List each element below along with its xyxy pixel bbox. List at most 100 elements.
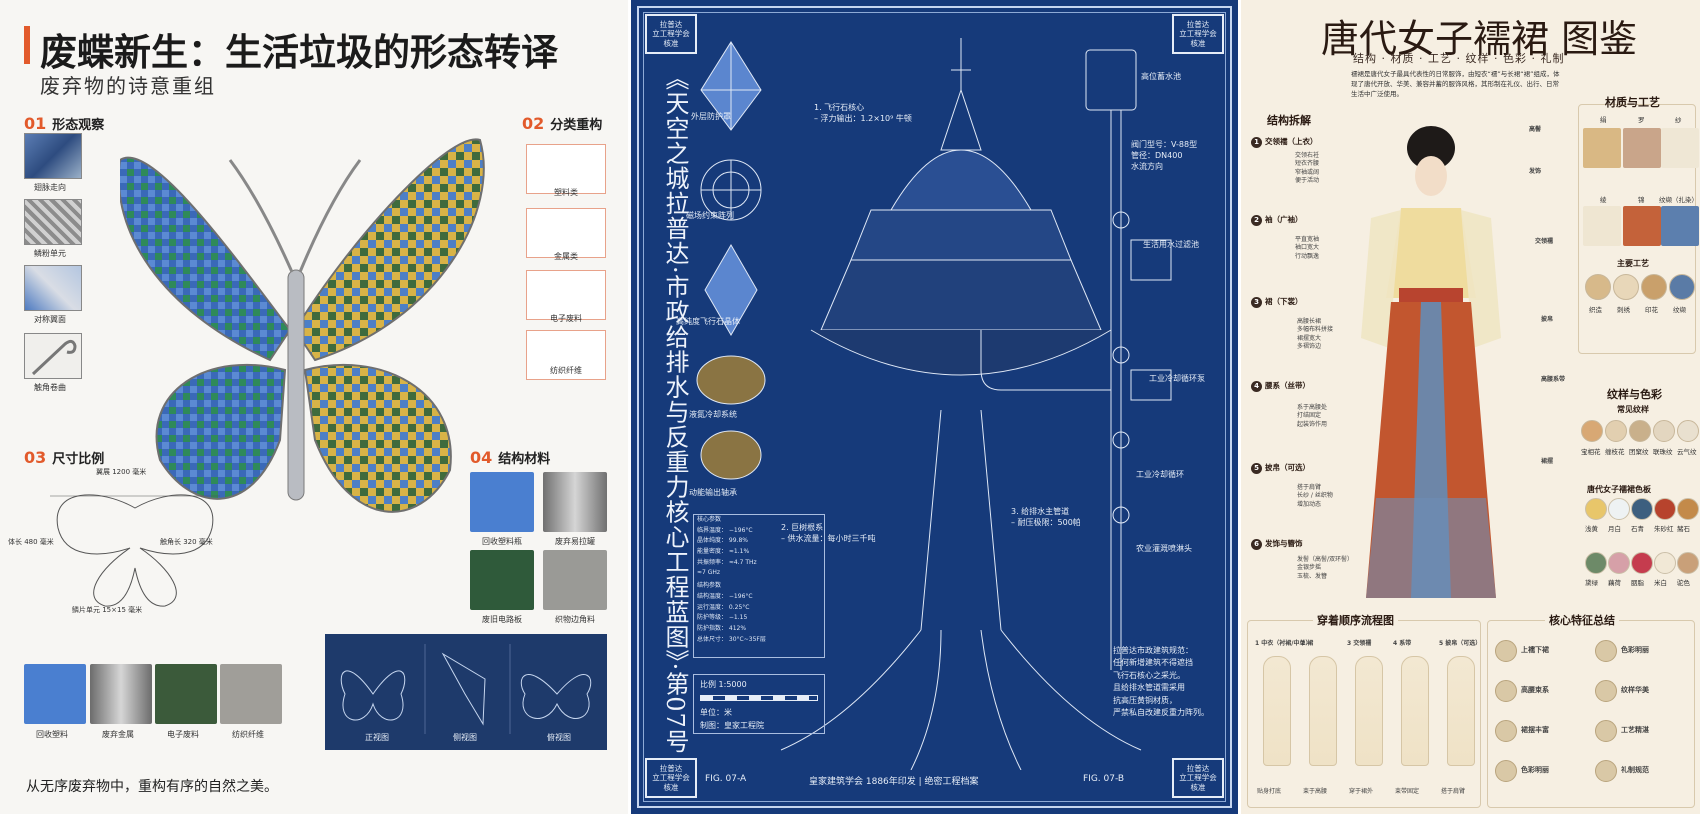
label-valve: 阀门型号：V-88型 管径：DN400 水流方向 bbox=[1131, 140, 1198, 171]
section-header-structure: 结构拆解 bbox=[1267, 114, 1311, 127]
step-caption: 贴身打底 bbox=[1257, 788, 1282, 795]
fabric-label: 纹缬（扎染） bbox=[1659, 196, 1698, 204]
craft-printing bbox=[1641, 274, 1667, 300]
table-row: 总体尺寸： 30°C~35F层 bbox=[697, 635, 766, 643]
view-caption-front: 正视图 bbox=[365, 733, 389, 742]
footer-caption: 从无序废弃物中，重构有序的自然之美。 bbox=[26, 779, 278, 795]
category-plastic bbox=[526, 144, 606, 194]
table-row: 能量密度： ≈1.1% bbox=[697, 548, 750, 556]
section-header-pattern: 纹样与色彩 bbox=[1607, 388, 1662, 401]
tang-lady-figure bbox=[1361, 126, 1501, 598]
section-header-material: 材质与工艺 bbox=[1605, 96, 1660, 109]
category-caption: 金属类 bbox=[554, 252, 578, 261]
struct-desc: 交领右衽 短衣齐腰 窄袖或阔 便于活动 bbox=[1295, 152, 1320, 185]
figure-label-a: FIG. 07-A bbox=[705, 774, 747, 784]
pattern-label: 缠枝花 bbox=[1605, 448, 1625, 456]
label-main-pipe: 3. 给排水主管道 – 耐压极限：500帕 bbox=[1011, 507, 1081, 527]
color-swatch-label: 胭脂 bbox=[1631, 579, 1644, 587]
struct-desc: 高腰长裙 多幅布料拼接 裙摆宽大 多褶饰边 bbox=[1297, 318, 1334, 351]
color-swatch bbox=[1654, 552, 1676, 574]
material-caption: 废旧电路板 bbox=[482, 615, 522, 624]
regulation-notes: 拉普达市政建筑规范： 任何新增建筑不得遮挡 飞行石核心之采光。 且给排水管道需采… bbox=[1113, 645, 1209, 719]
category-metal bbox=[526, 208, 606, 258]
material-circuit bbox=[470, 550, 534, 610]
features-box bbox=[1487, 620, 1695, 808]
color-swatch bbox=[1677, 552, 1699, 574]
color-swatch-label: 黛绿 bbox=[1585, 579, 1598, 587]
label-core: 1. 飞行石核心 – 浮力输出：1.2×10⁹ 牛顿 bbox=[814, 103, 912, 123]
callout-belt: 高腰系带 bbox=[1541, 376, 1566, 383]
feature-icon bbox=[1495, 760, 1517, 782]
swatch-plastic bbox=[24, 664, 86, 724]
feature-label: 裙摆丰富 bbox=[1521, 726, 1549, 734]
table-row: 结构参数 bbox=[697, 582, 722, 590]
feature-icon bbox=[1495, 640, 1517, 662]
thumb-caption: 对称翼面 bbox=[34, 315, 66, 324]
note-line: 拉普达市政建筑规范： bbox=[1113, 646, 1193, 655]
note-line: 任何新增建筑不得遮挡 bbox=[1113, 658, 1193, 668]
color-swatch-label: 石青 bbox=[1631, 525, 1644, 533]
fabric-label: 绢 bbox=[1600, 116, 1607, 124]
color-swatch-label: 米白 bbox=[1654, 579, 1667, 587]
thumb-vein bbox=[24, 133, 82, 179]
pattern-label: 联珠纹 bbox=[1653, 448, 1673, 456]
scale-maker: 制图：皇家工程院 bbox=[700, 721, 764, 730]
stamp-top-left: 拉普达 立工程学会 核准 bbox=[645, 14, 697, 54]
fabric-label: 绫 bbox=[1600, 196, 1607, 204]
color-swatch-label: 驼色 bbox=[1677, 579, 1690, 587]
color-swatch bbox=[1654, 498, 1676, 520]
subheader-pattern: 常见纹样 bbox=[1617, 405, 1649, 414]
dimension-antenna: 触角长 320 毫米 bbox=[160, 538, 213, 546]
step-label: 3 交领襦 bbox=[1347, 640, 1372, 647]
material-caption: 织物边角料 bbox=[555, 615, 595, 624]
dimension-body: 体长 480 毫米 bbox=[8, 538, 54, 546]
feature-icon bbox=[1495, 720, 1517, 742]
thumb-antenna bbox=[24, 333, 82, 379]
views-drawing bbox=[340, 644, 592, 734]
feature-icon bbox=[1595, 720, 1617, 742]
swatch-caption: 纺织纤维 bbox=[232, 730, 264, 739]
section-header-features: 核心特征总结 bbox=[1545, 612, 1619, 628]
table-row: 防护指数： 412% bbox=[697, 624, 747, 632]
step-label: 2 裙 bbox=[1301, 640, 1314, 647]
thumb-caption: 翅脉走向 bbox=[34, 183, 66, 192]
view-caption-top: 俯视图 bbox=[547, 733, 571, 742]
label-cooling-loop: 工业冷却循环 bbox=[1136, 470, 1184, 479]
intro-text: 襦裙是唐代女子最具代表性的日常服饰，由短衣“襦”与长裙“裙”组成，体现了唐代开放… bbox=[1351, 70, 1560, 98]
step-label: 1 中衣（衬裙/中单） bbox=[1255, 640, 1312, 647]
subheader-craft: 主要工艺 bbox=[1617, 259, 1649, 268]
step-figure bbox=[1355, 656, 1383, 766]
step-figure bbox=[1447, 656, 1475, 766]
panel-tang-dress: 唐代女子襦裙 图鉴 结构 · 材质 · 工艺 · 纹样 · 色彩 · 礼制 襦裙… bbox=[1241, 0, 1700, 814]
label-shell: 外层防护罩 bbox=[691, 112, 731, 121]
table-row: 运行温度： 0.25°C bbox=[697, 603, 750, 611]
fabric-juan bbox=[1583, 128, 1621, 168]
swatch-caption: 回收塑料 bbox=[36, 730, 68, 739]
feature-label: 工艺精湛 bbox=[1621, 726, 1649, 734]
callout-hem: 裙摆 bbox=[1541, 458, 1554, 465]
table-row: 核心参数 bbox=[697, 516, 722, 523]
label-cooling: 液氮冷却系统 bbox=[689, 410, 737, 419]
callout-high-bun: 高髻 bbox=[1529, 126, 1542, 133]
panel-blueprint: 拉普达 立工程学会 核准 拉普达 立工程学会 核准 拉普达 立工程学会 核准 拉… bbox=[631, 0, 1238, 814]
view-caption-side: 侧视图 bbox=[453, 733, 477, 742]
struct-desc: 搭于肩臂 长纱 / 丝织物 增加动态 bbox=[1297, 484, 1333, 508]
step-caption: 穿于裙外 bbox=[1349, 788, 1374, 795]
fabric-label: 纱 bbox=[1675, 116, 1682, 124]
fabric-jiaxie bbox=[1661, 206, 1699, 246]
craft-label: 纹缬 bbox=[1673, 306, 1686, 314]
views-panel: 正视图 侧视图 俯视图 bbox=[325, 634, 607, 750]
craft-label: 刺绣 bbox=[1617, 306, 1630, 314]
thumb-symmetry bbox=[24, 265, 82, 311]
blueprint-frame bbox=[637, 6, 1232, 808]
fabric-sha bbox=[1661, 128, 1699, 168]
step-figure bbox=[1263, 656, 1291, 766]
pattern-label: 宝相花 bbox=[1581, 448, 1601, 456]
callout-hair-ornament: 发饰 bbox=[1529, 168, 1542, 175]
label-irrigation: 农业灌溉喷淋头 bbox=[1136, 544, 1192, 553]
